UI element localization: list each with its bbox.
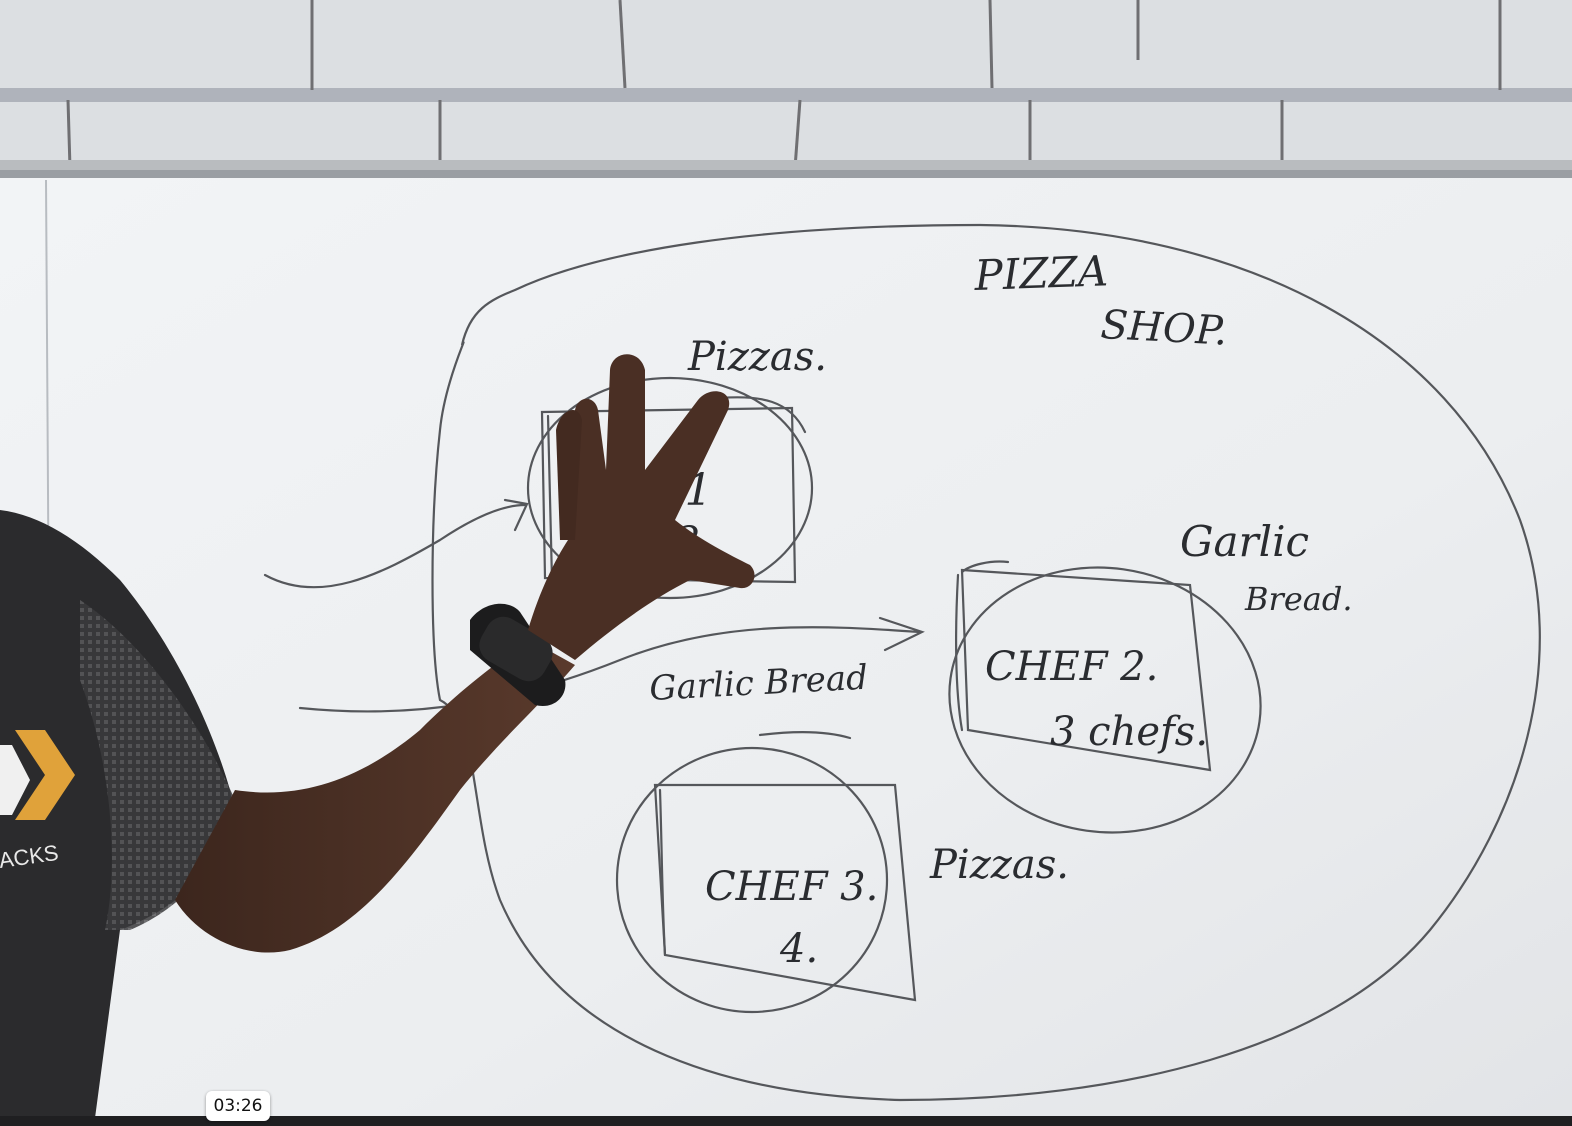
label-chef3-count: 4. [779, 926, 818, 972]
label-shop: SHOP. [1099, 302, 1228, 355]
label-bread-right: Bread. [1244, 580, 1352, 618]
presenter: ACKS [0, 354, 755, 1118]
label-chef2-count: 3 chefs. [1050, 709, 1208, 755]
brick-wall [0, 0, 1572, 178]
whiteboard [0, 178, 1572, 1118]
presenter-hand [528, 354, 755, 660]
label-pizza: PIZZA [973, 246, 1109, 300]
label-chef2: CHEF 2. [985, 644, 1158, 690]
label-chef3: CHEF 3. [705, 864, 878, 910]
video-progress-bar[interactable] [0, 1116, 1572, 1126]
label-pizzas-bottom: Pizzas. [929, 842, 1069, 888]
presenter-arm [175, 640, 575, 953]
label-garlic-right: Garlic [1180, 517, 1309, 566]
video-timestamp: 03:26 [206, 1091, 270, 1121]
label-pizzas-top: Pizzas. [687, 334, 827, 380]
marker-drawing [263, 223, 1541, 1102]
